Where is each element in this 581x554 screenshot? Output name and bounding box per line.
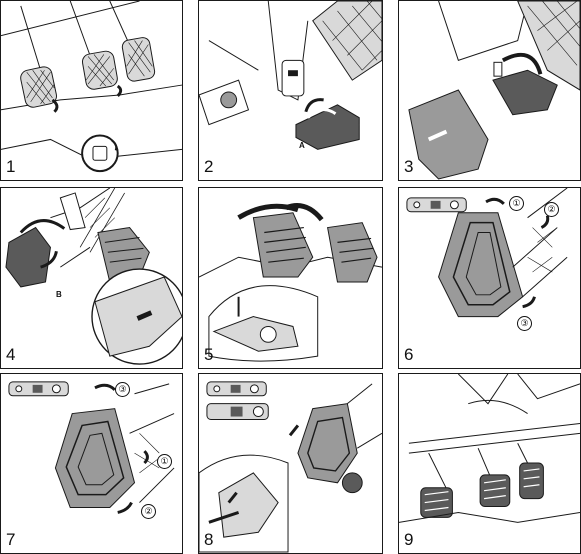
part-label-b: B bbox=[56, 290, 62, 299]
clip-insertion-illustration bbox=[5, 188, 182, 365]
step-panel-3: 3 bbox=[398, 0, 581, 181]
callout-3: ③ bbox=[517, 316, 532, 331]
pedals-overview-illustration bbox=[1, 1, 182, 173]
pad-install-illustration bbox=[406, 188, 568, 318]
tool-clip-illustration bbox=[199, 381, 382, 553]
pad-seating-illustration bbox=[8, 381, 175, 514]
step-number: 1 bbox=[6, 157, 16, 176]
installed-pedals-illustration bbox=[399, 374, 580, 523]
step-panel-8: 8 bbox=[198, 373, 383, 554]
step-number: 6 bbox=[404, 345, 414, 364]
step-panel-5: 5 bbox=[198, 187, 383, 369]
pad-rotation-illustration bbox=[199, 203, 382, 362]
removal-tool-icon bbox=[81, 134, 119, 173]
callout-2: ② bbox=[544, 202, 559, 217]
step-panel-2: A 2 bbox=[198, 0, 383, 181]
callout-1: ① bbox=[509, 196, 524, 211]
callout-3: ③ bbox=[115, 382, 130, 397]
callout-1: ① bbox=[157, 454, 172, 469]
step-number: 7 bbox=[6, 530, 16, 549]
callout-2: ② bbox=[141, 504, 156, 519]
step-number: 8 bbox=[204, 530, 214, 549]
part-label-a: A bbox=[299, 141, 305, 150]
clip-removal-illustration bbox=[199, 1, 382, 150]
step-number: 5 bbox=[204, 345, 214, 364]
step-panel-4: B 4 bbox=[0, 187, 183, 369]
step-panel-1: 1 bbox=[0, 0, 183, 181]
step-number: 3 bbox=[404, 157, 414, 176]
step-panel-9: 9 bbox=[398, 373, 581, 554]
step-panel-7: ③ ① ② 7 bbox=[0, 373, 183, 554]
pedal-pad-removal-illustration bbox=[408, 1, 580, 180]
step-number: 9 bbox=[404, 530, 414, 549]
step-number: 2 bbox=[204, 157, 214, 176]
step-panel-6: ① ② ③ 6 bbox=[398, 187, 581, 369]
step-number: 4 bbox=[6, 345, 16, 364]
